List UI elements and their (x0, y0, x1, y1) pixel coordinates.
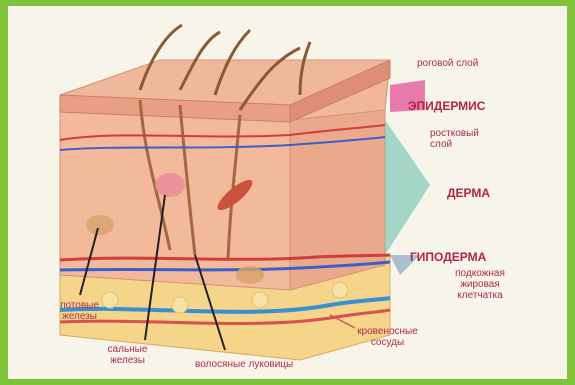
sweat-gland (236, 266, 264, 284)
label-sebaceous-gland: сальные железы (100, 344, 155, 366)
label-blood-vessels: кровеносные сосуды (350, 326, 425, 348)
fat-cell (172, 297, 188, 313)
label-sweat-gland: потовые железы (52, 300, 107, 322)
label-growth-layer: ростковый слой (430, 128, 500, 150)
label-hypodermis: ГИПОДЕРМА (410, 252, 486, 263)
sweat-gland (86, 215, 114, 235)
label-fat-tissue: подкожная жировая клетчатка (440, 268, 520, 301)
fat-cell (252, 292, 268, 308)
label-horny-layer: роговой слой (417, 58, 478, 69)
dermis-pointer (385, 120, 430, 255)
label-epidermis: ЭПИДЕРМИС (408, 101, 485, 112)
fat-cell (332, 282, 348, 298)
label-dermis: ДЕРМА (447, 188, 490, 199)
sebaceous-gland (155, 173, 185, 197)
label-hair-follicles: волосяные луковицы (195, 359, 293, 370)
